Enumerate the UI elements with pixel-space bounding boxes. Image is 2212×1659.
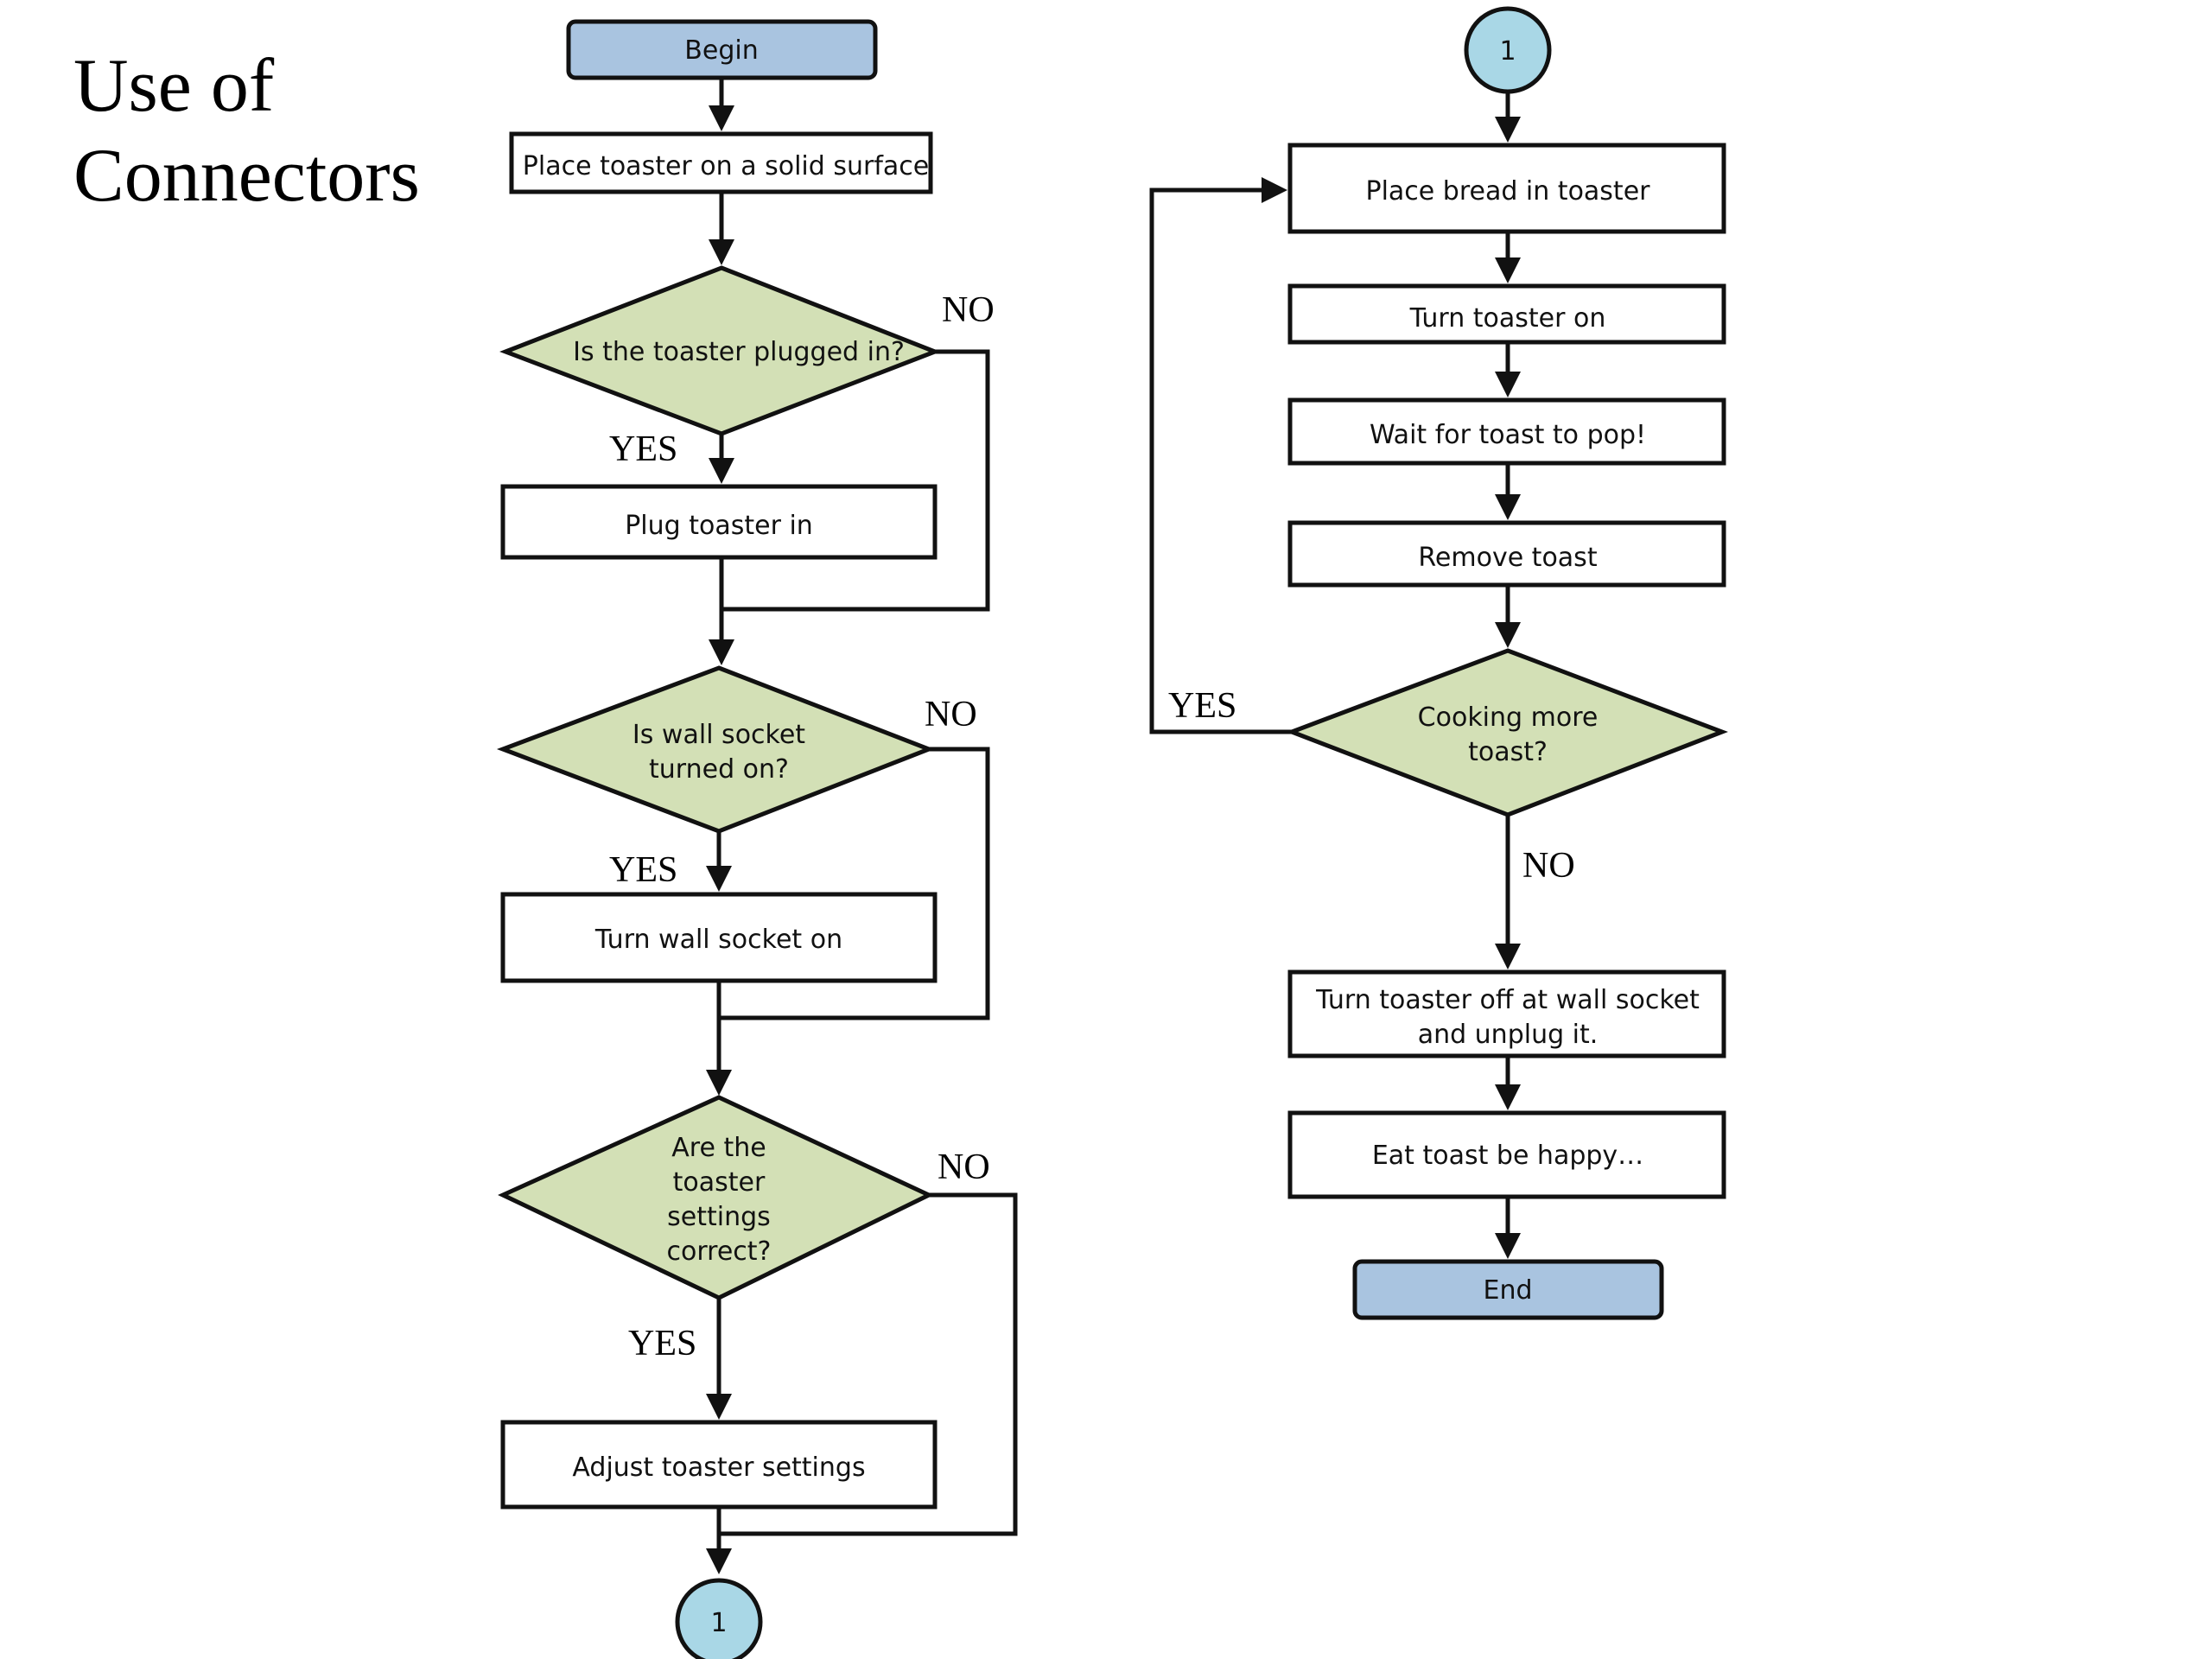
- page-title: Use of Connectors: [73, 41, 420, 221]
- decision-socket: Is wall socket turned on?: [496, 665, 935, 834]
- label-more-yes: YES: [1168, 686, 1236, 726]
- node-turn-on-label: Turn toaster on: [1409, 303, 1606, 334]
- decision-settings-label-4: correct?: [667, 1236, 772, 1267]
- node-remove-label: Remove toast: [1418, 543, 1597, 573]
- decision-settings: Are the toaster settings correct?: [498, 1095, 934, 1300]
- decision-more-label-2: toast?: [1468, 737, 1548, 767]
- node-begin: Begin: [566, 19, 878, 80]
- decision-more: Cooking more toast?: [1285, 648, 1728, 817]
- page-title-line-1: Use of: [73, 44, 275, 128]
- node-plug-in: Plug toaster in: [500, 484, 938, 560]
- decision-plugged-label: Is the toaster plugged in?: [573, 337, 905, 367]
- connector-bottom-label: 1: [710, 1608, 727, 1638]
- edge-settings-no: [719, 1192, 1018, 1536]
- edge-more-yes: [1149, 177, 1292, 734]
- node-place-toaster: Place toaster on a solid surface: [509, 131, 933, 194]
- node-wait: Wait for toast to pop!: [1287, 397, 1726, 466]
- label-settings-yes: YES: [628, 1324, 696, 1363]
- label-more-no: NO: [1522, 846, 1575, 886]
- decision-socket-label-2: turned on?: [649, 754, 789, 785]
- node-plug-in-label: Plug toaster in: [625, 511, 813, 541]
- node-end-label: End: [1483, 1275, 1532, 1306]
- node-place-bread: Place bread in toaster: [1287, 143, 1726, 234]
- decision-settings-label-3: settings: [667, 1202, 771, 1232]
- label-plugged-no: NO: [942, 290, 995, 330]
- decision-settings-label-2: toaster: [673, 1167, 766, 1198]
- node-turn-off: Turn toaster off at wall socket and unpl…: [1287, 969, 1726, 1058]
- page-title-line-2: Connectors: [73, 134, 420, 218]
- decision-plugged: Is the toaster plugged in?: [499, 265, 941, 436]
- edge-socket-no: [719, 747, 990, 1020]
- node-turn-on: Turn toaster on: [1287, 283, 1726, 345]
- connector-top-label: 1: [1499, 36, 1516, 67]
- label-plugged-yes: YES: [609, 429, 677, 469]
- label-socket-no: NO: [925, 695, 977, 734]
- node-eat-label: Eat toast be happy…: [1372, 1141, 1643, 1171]
- node-begin-label: Begin: [684, 35, 758, 66]
- node-place-bread-label: Place bread in toaster: [1365, 176, 1650, 207]
- node-remove: Remove toast: [1287, 520, 1726, 588]
- node-adjust: Adjust toaster settings: [500, 1420, 938, 1510]
- decision-more-label-1: Cooking more: [1418, 702, 1599, 733]
- node-end: End: [1352, 1259, 1664, 1320]
- connector-top: 1: [1464, 6, 1552, 94]
- decision-settings-label-1: Are the: [671, 1133, 766, 1163]
- node-eat: Eat toast be happy…: [1287, 1110, 1726, 1199]
- node-turn-socket: Turn wall socket on: [500, 892, 938, 983]
- label-settings-no: NO: [938, 1147, 990, 1187]
- edge-plugged-no: [721, 349, 990, 612]
- node-turn-off-label-2: and unplug it.: [1418, 1020, 1599, 1050]
- decision-socket-label-1: Is wall socket: [632, 720, 805, 750]
- node-place-toaster-label: Place toaster on a solid surface: [523, 151, 929, 181]
- node-wait-label: Wait for toast to pop!: [1370, 420, 1646, 450]
- node-turn-socket-label: Turn wall socket on: [594, 925, 842, 955]
- node-adjust-label: Adjust toaster settings: [572, 1452, 865, 1483]
- label-socket-yes: YES: [609, 850, 677, 890]
- connector-bottom: 1: [675, 1578, 763, 1659]
- node-turn-off-label-1: Turn toaster off at wall socket: [1315, 985, 1700, 1015]
